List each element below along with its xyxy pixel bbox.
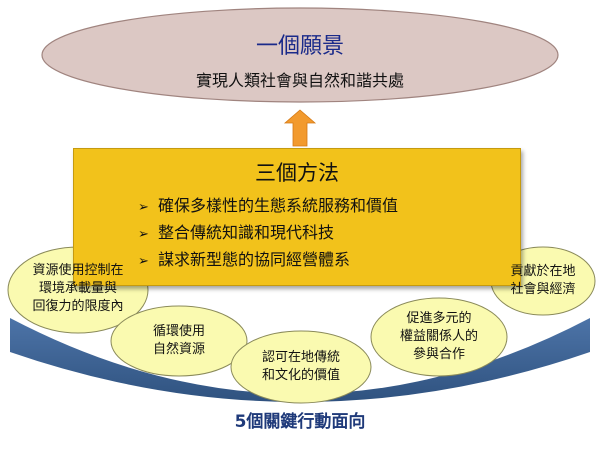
methods-title: 三個方法 — [255, 161, 339, 185]
method-item: ➢ 謀求新型態的協同經營體系 — [138, 247, 398, 274]
action-bubble-5-text: 貢獻於在地 社會與經濟 — [491, 263, 595, 299]
action-bubble-1-text: 資源使用控制在 環境承載量與 回復力的限度內 — [8, 262, 148, 316]
method-item: ➢ 整合傳統知識和現代科技 — [138, 220, 398, 247]
action-bubble-4-text: 促進多元的 權益關係人的 參與合作 — [371, 310, 507, 364]
methods-box: 三個方法 ➢ 確保多樣性的生態系統服務和價值 ➢ 整合傳統知識和現代科技 ➢ 謀求新型… — [73, 148, 521, 286]
vision-subtitle: 實現人類社會與自然和諧共處 — [195, 71, 404, 90]
action-line: 促進多元的 — [406, 311, 472, 326]
action-line: 參與合作 — [412, 347, 465, 362]
bullet-arrow-icon: ➢ — [138, 227, 149, 242]
footer-title: 5個關鍵行動面向 — [234, 412, 366, 432]
methods-list: ➢ 確保多樣性的生態系統服務和價值 ➢ 整合傳統知識和現代科技 ➢ 謀求新型態的協同經… — [138, 193, 398, 274]
up-arrow — [283, 109, 317, 147]
action-bubble-4 — [370, 297, 508, 377]
action-line: 自然資源 — [152, 342, 205, 357]
action-bubble-2 — [110, 305, 248, 377]
method-item-label: 確保多樣性的生態系統服務和價值 — [158, 196, 399, 215]
method-item-label: 整合傳統知識和現代科技 — [158, 223, 335, 242]
vision-title: 一個願景 — [255, 34, 344, 59]
action-line: 和文化的價值 — [261, 368, 340, 383]
action-bubble-3 — [230, 330, 372, 404]
method-item-label: 謀求新型態的協同經營體系 — [158, 250, 351, 269]
action-line: 循環使用 — [152, 324, 205, 339]
vision-ellipse — [41, 7, 559, 103]
action-line: 資源使用控制在 — [32, 263, 124, 278]
action-line: 回復力的限度內 — [32, 299, 124, 314]
action-arc — [10, 318, 590, 402]
action-line: 認可在地傳統 — [261, 350, 340, 365]
action-bubble-2-text: 循環使用 自然資源 — [111, 323, 247, 359]
action-line: 權益關係人的 — [399, 329, 478, 344]
action-line: 社會與經濟 — [510, 282, 576, 297]
bullet-arrow-icon: ➢ — [138, 200, 149, 215]
action-line: 環境承載量與 — [38, 281, 117, 296]
method-item: ➢ 確保多樣性的生態系統服務和價值 — [138, 193, 398, 220]
action-line: 貢獻於在地 — [510, 264, 576, 279]
action-bubble-3-text: 認可在地傳統 和文化的價值 — [231, 349, 371, 385]
bullet-arrow-icon: ➢ — [138, 254, 149, 269]
